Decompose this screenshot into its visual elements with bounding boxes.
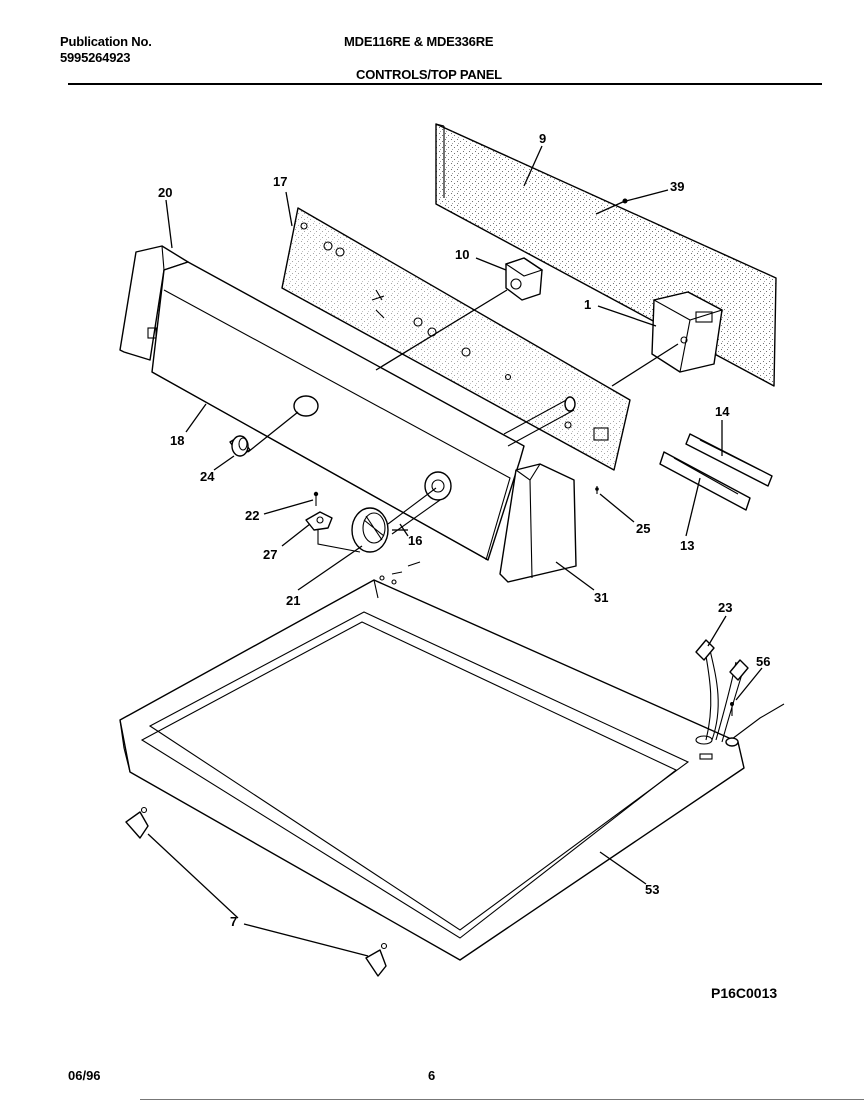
callout-10: 10: [455, 247, 469, 262]
publication-number: 5995264923: [60, 50, 131, 65]
knob-screw-part: [313, 491, 319, 506]
bracket-part: [305, 511, 333, 531]
wire-harness-part: [695, 639, 749, 743]
page-number: 6: [428, 1068, 436, 1083]
figure-code: P16C0013: [711, 985, 778, 1001]
callout-13: 13: [680, 538, 694, 553]
callout-18: 18: [170, 433, 184, 448]
callout-23: 23: [718, 600, 732, 615]
publication-label: Publication No.: [60, 34, 152, 49]
console-shaft-lines: [387, 396, 576, 535]
section-title: CONTROLS/TOP PANEL: [356, 67, 502, 82]
callout-labels: 9 39 17 20 10 1 14 18 24 13 25 22 27 16 …: [158, 131, 770, 929]
callout-7: 7: [230, 914, 237, 929]
push-button-part: [229, 435, 251, 457]
footer-date: 06/96: [68, 1068, 101, 1083]
callout-24: 24: [200, 469, 215, 484]
control-plate-part: [281, 207, 631, 471]
callout-20: 20: [158, 185, 172, 200]
callout-9: 9: [539, 131, 546, 146]
power-cord-terminal-part: [725, 702, 785, 747]
callout-25: 25: [636, 521, 650, 536]
callout-56: 56: [756, 654, 770, 669]
screw-part: [595, 198, 628, 215]
callout-1: 1: [584, 297, 591, 312]
callout-21: 21: [286, 593, 300, 608]
timer-part: [651, 291, 724, 373]
callout-22: 22: [245, 508, 259, 523]
callout-14: 14: [715, 404, 730, 419]
callout-53: 53: [645, 882, 659, 897]
top-panel-part: [119, 561, 745, 961]
callout-27: 27: [263, 547, 277, 562]
footer-rule: [140, 1099, 864, 1100]
strap-lower-part: [659, 451, 751, 511]
leader-lines: [147, 145, 763, 957]
timer-switch-part: [504, 257, 544, 301]
strap-upper-part: [685, 433, 773, 487]
callout-39: 39: [670, 179, 684, 194]
end-cap-screw-part: [595, 486, 599, 494]
right-end-cap-part: [499, 463, 577, 583]
callout-17: 17: [273, 174, 287, 189]
clip-part-lower: [365, 942, 388, 977]
header-rule: [68, 83, 822, 85]
control-knob-part: [317, 507, 389, 553]
model-numbers: MDE116RE & MDE336RE: [344, 34, 494, 49]
console-part: [151, 261, 525, 561]
callout-31: 31: [594, 590, 608, 605]
clip-part-upper: [125, 806, 149, 839]
callout-16: 16: [408, 533, 422, 548]
